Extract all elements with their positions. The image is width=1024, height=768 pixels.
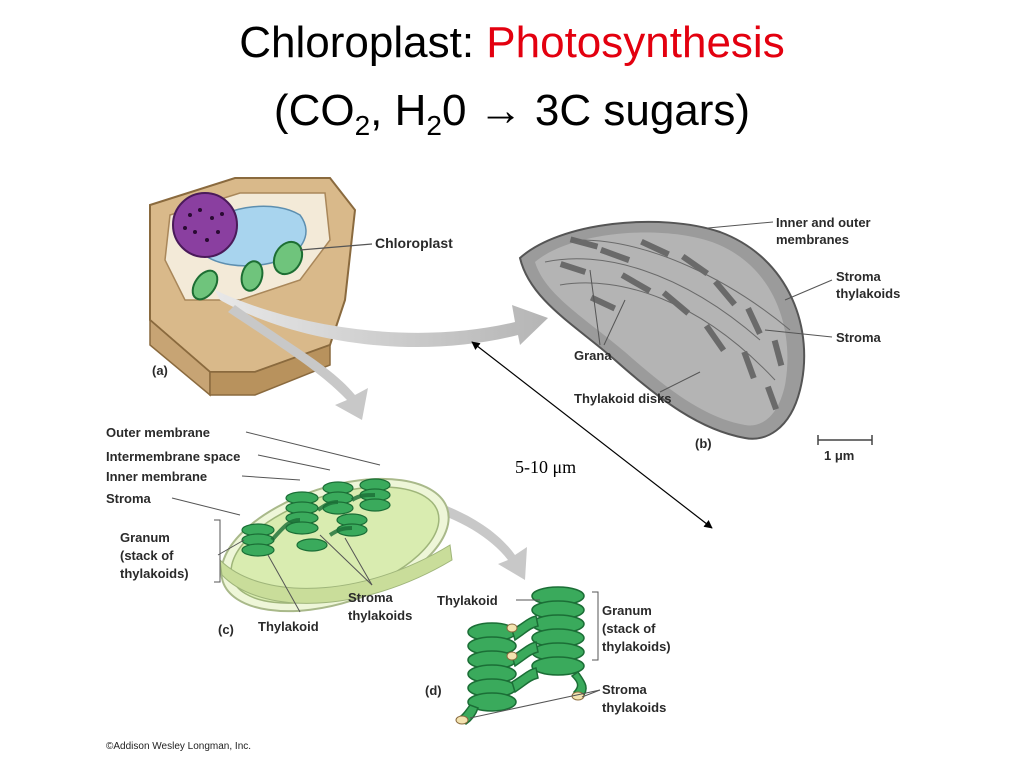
intermembrane-space-label: Intermembrane space bbox=[106, 449, 240, 464]
leader-line bbox=[469, 689, 601, 719]
thylakoid-d-label: Thylakoid bbox=[437, 593, 498, 608]
stroma-thylakoids-d-1: Stroma bbox=[602, 682, 648, 697]
arrow-to-panel-c bbox=[228, 305, 368, 420]
leader-line bbox=[589, 269, 601, 346]
chloroplast-cross-section: Outer membrane Intermembrane space Inner… bbox=[106, 425, 453, 637]
leader-line bbox=[299, 243, 373, 251]
title-sub1: 2 bbox=[354, 110, 371, 141]
leader-line bbox=[241, 475, 301, 481]
inner-outer-label-2: membranes bbox=[776, 232, 849, 247]
leader-line bbox=[603, 299, 626, 346]
granum-d-label-1: Granum bbox=[602, 603, 652, 618]
chloroplast-small bbox=[191, 269, 219, 301]
granum-d-label-3: thylakoids) bbox=[602, 639, 671, 654]
chloroplast-micrograph: Inner and outer membranes Stroma thylako… bbox=[518, 215, 900, 463]
thylakoid-disks-label: Thylakoid disks bbox=[574, 391, 672, 406]
stroma-b-label: Stroma bbox=[836, 330, 882, 345]
stroma-thylakoids-b-2: thylakoids bbox=[836, 286, 900, 301]
leader-line bbox=[319, 534, 373, 586]
leader-line bbox=[707, 221, 774, 229]
stroma-thylakoids-c-1: Stroma bbox=[348, 590, 394, 605]
thylakoid-c-label: Thylakoid bbox=[258, 619, 319, 634]
leader-line bbox=[217, 539, 245, 556]
leader-line bbox=[171, 497, 241, 516]
page-title-line2: (CO2, H20 → 3C sugars) bbox=[0, 86, 1024, 141]
granum-bracket bbox=[592, 591, 599, 661]
granum-bracket bbox=[214, 519, 221, 583]
inner-membrane-label: Inner membrane bbox=[106, 469, 207, 484]
outer-membrane-label: Outer membrane bbox=[106, 425, 210, 440]
granum-d-label-2: (stack of bbox=[602, 621, 656, 636]
granum-detail: Thylakoid Granum (stack of thylakoids) S… bbox=[425, 586, 671, 725]
size-double-arrow bbox=[471, 341, 713, 529]
panel-c-label: (c) bbox=[218, 622, 234, 637]
granum-c-label-1: Granum bbox=[120, 530, 170, 545]
leader-line bbox=[764, 329, 833, 338]
stroma-thylakoids-b-1: Stroma bbox=[836, 269, 882, 284]
leader-line bbox=[581, 689, 601, 698]
granum-c-label-3: thylakoids) bbox=[120, 566, 189, 581]
copyright-credit: ©Addison Wesley Longman, Inc. bbox=[106, 741, 251, 752]
chloroplast-small bbox=[272, 240, 304, 276]
chloroplast-label: Chloroplast bbox=[375, 235, 453, 251]
panel-b-label: (b) bbox=[695, 436, 712, 451]
plant-cell-illustration: Chloroplast (a) bbox=[149, 177, 453, 397]
granum-c-label-2: (stack of bbox=[120, 548, 174, 563]
leader-line bbox=[267, 554, 301, 613]
inner-outer-label-1: Inner and outer bbox=[776, 215, 871, 230]
page-title-line1: Chloroplast: Photosynthesis bbox=[0, 18, 1024, 68]
title-highlight: Photosynthesis bbox=[486, 18, 785, 67]
title-rest: 0 → 3C sugars) bbox=[441, 86, 751, 135]
title-h: , H bbox=[370, 86, 427, 135]
stroma-thylakoids-d-2: thylakoids bbox=[602, 700, 666, 715]
grana-label: Grana bbox=[574, 348, 612, 363]
scale-bar bbox=[817, 435, 873, 445]
leader-line bbox=[257, 454, 331, 471]
leader-line bbox=[344, 537, 373, 586]
scale-bar-label: 1 μm bbox=[824, 448, 854, 463]
panel-d-label: (d) bbox=[425, 683, 442, 698]
panel-a-label: (a) bbox=[152, 363, 168, 378]
title-co: (CO bbox=[273, 86, 355, 135]
arrow-to-micrograph bbox=[215, 290, 548, 348]
title-sub2: 2 bbox=[426, 110, 442, 141]
stroma-thylakoids-c-2: thylakoids bbox=[348, 608, 412, 623]
size-annotation: 5-10 μm bbox=[515, 457, 576, 477]
leader-line bbox=[784, 279, 833, 301]
title-prefix: Chloroplast: bbox=[239, 18, 487, 67]
nucleus bbox=[172, 192, 238, 258]
leader-line bbox=[245, 431, 381, 466]
stroma-c-label: Stroma bbox=[106, 491, 152, 506]
chloroplast-small bbox=[240, 260, 264, 292]
